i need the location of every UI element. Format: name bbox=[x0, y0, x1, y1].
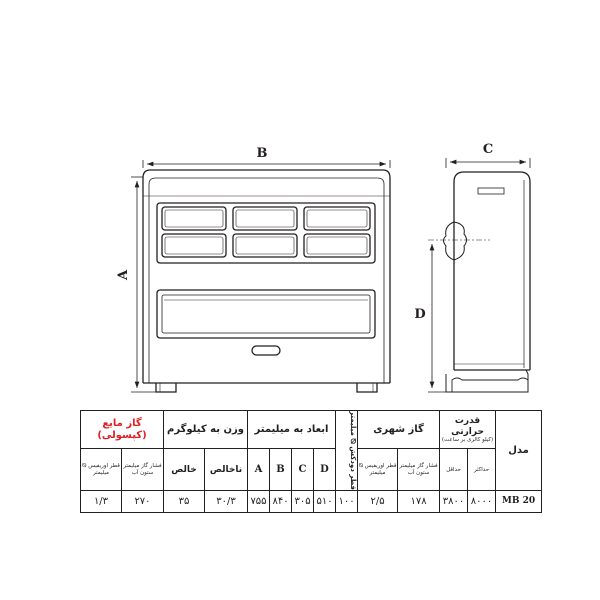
cell-lpg-orifice: ۱/۳ bbox=[80, 490, 122, 513]
cell-flue-diameter: ۱۰۰ bbox=[335, 490, 359, 513]
spec-table: مدل قدرت حرارتی (کیلو کالری بر ساعت) گاز… bbox=[80, 409, 543, 513]
cell-city-gas-pressure: ۱۷۸ bbox=[397, 490, 441, 513]
cell-model: MB 20 bbox=[495, 490, 543, 513]
header-weight: وزن به کیلوگرم bbox=[163, 409, 248, 450]
cell-weight-net: ۳۵ bbox=[163, 490, 205, 513]
header-lpg: گاز مایع (کپسولی) bbox=[80, 409, 164, 450]
control-knob-slot bbox=[251, 345, 281, 356]
lower-window-panel bbox=[156, 289, 376, 339]
flue-outlet bbox=[443, 221, 467, 261]
front-view bbox=[142, 169, 391, 393]
heat-capacity-unit: (کیلو کالری بر ساعت) bbox=[441, 437, 494, 444]
side-view bbox=[443, 171, 531, 393]
front-feet bbox=[155, 383, 378, 393]
cell-dim-b: ۸۴۰ bbox=[269, 490, 293, 513]
cell-weight-gross: ۳۰/۳ bbox=[204, 490, 248, 513]
header-city-gas: گاز شهری bbox=[357, 409, 441, 450]
header-heat-min: حداقل bbox=[439, 448, 469, 491]
header-weight-gross: ناخالص bbox=[204, 448, 248, 491]
header-dim-d: D bbox=[313, 448, 337, 491]
dimension-a bbox=[131, 176, 156, 393]
dim-label-d: D bbox=[414, 307, 425, 322]
dim-label-a: A bbox=[116, 269, 131, 281]
header-model: مدل bbox=[495, 410, 543, 491]
header-dim-c: C bbox=[291, 448, 315, 491]
cell-heat-min: ۳۸۰۰ bbox=[439, 490, 469, 513]
header-heat-max: حداکثر bbox=[467, 448, 497, 491]
dim-label-c: C bbox=[483, 142, 493, 157]
cell-heat-max: ۸۰۰۰ bbox=[467, 490, 497, 513]
dimension-b bbox=[142, 160, 391, 168]
cell-dim-d: ۵۱۰ bbox=[313, 490, 337, 513]
cell-city-gas-orifice: ۲/۵ bbox=[357, 490, 399, 513]
header-dim-a: A bbox=[246, 448, 271, 491]
header-heat-capacity: قدرت حرارتی (کیلو کالری بر ساعت) bbox=[439, 409, 497, 450]
header-dim-b: B bbox=[269, 448, 293, 491]
upper-grille-panel bbox=[156, 202, 376, 264]
dimension-c bbox=[445, 158, 531, 168]
cell-dim-c: ۳۰۵ bbox=[291, 490, 315, 513]
header-dimensions: ابعاد به میلیمتر bbox=[246, 409, 337, 450]
header-weight-net: خالص bbox=[163, 448, 205, 491]
dimension-d bbox=[428, 244, 446, 393]
cell-lpg-pressure: ۲۷۰ bbox=[121, 490, 164, 513]
header-city-gas-pressure: فشار گاز میلیمتر ستون آب bbox=[397, 448, 441, 491]
header-city-gas-orifice: قطر اوریفیس ⦰ میلیمتر bbox=[357, 448, 399, 491]
dim-label-b: B bbox=[257, 146, 268, 161]
header-lpg-orifice: قطر اوریفیس ⦰ میلیمتر bbox=[80, 448, 122, 491]
cell-dim-a: ۷۵۵ bbox=[246, 490, 271, 513]
header-flue-diameter: قطر دودکش ⦰ میلیمتر bbox=[335, 410, 359, 491]
heater-side-body bbox=[453, 171, 531, 370]
side-top-vent bbox=[477, 187, 505, 195]
table-row: MB 20 ۸۰۰۰ ۳۸۰۰ ۱۷۸ ۲/۵ ۱۰۰ ۵۱۰ ۳۰۵ ۸۴۰ … bbox=[80, 490, 543, 513]
header-lpg-pressure: فشار گاز میلیمتر ستون آب bbox=[121, 448, 164, 491]
heater-front-body bbox=[142, 169, 391, 383]
heat-capacity-title: قدرت حرارتی bbox=[451, 416, 484, 437]
flue-diameter-text: قطر دودکش ⦰ میلیمتر bbox=[349, 411, 358, 490]
